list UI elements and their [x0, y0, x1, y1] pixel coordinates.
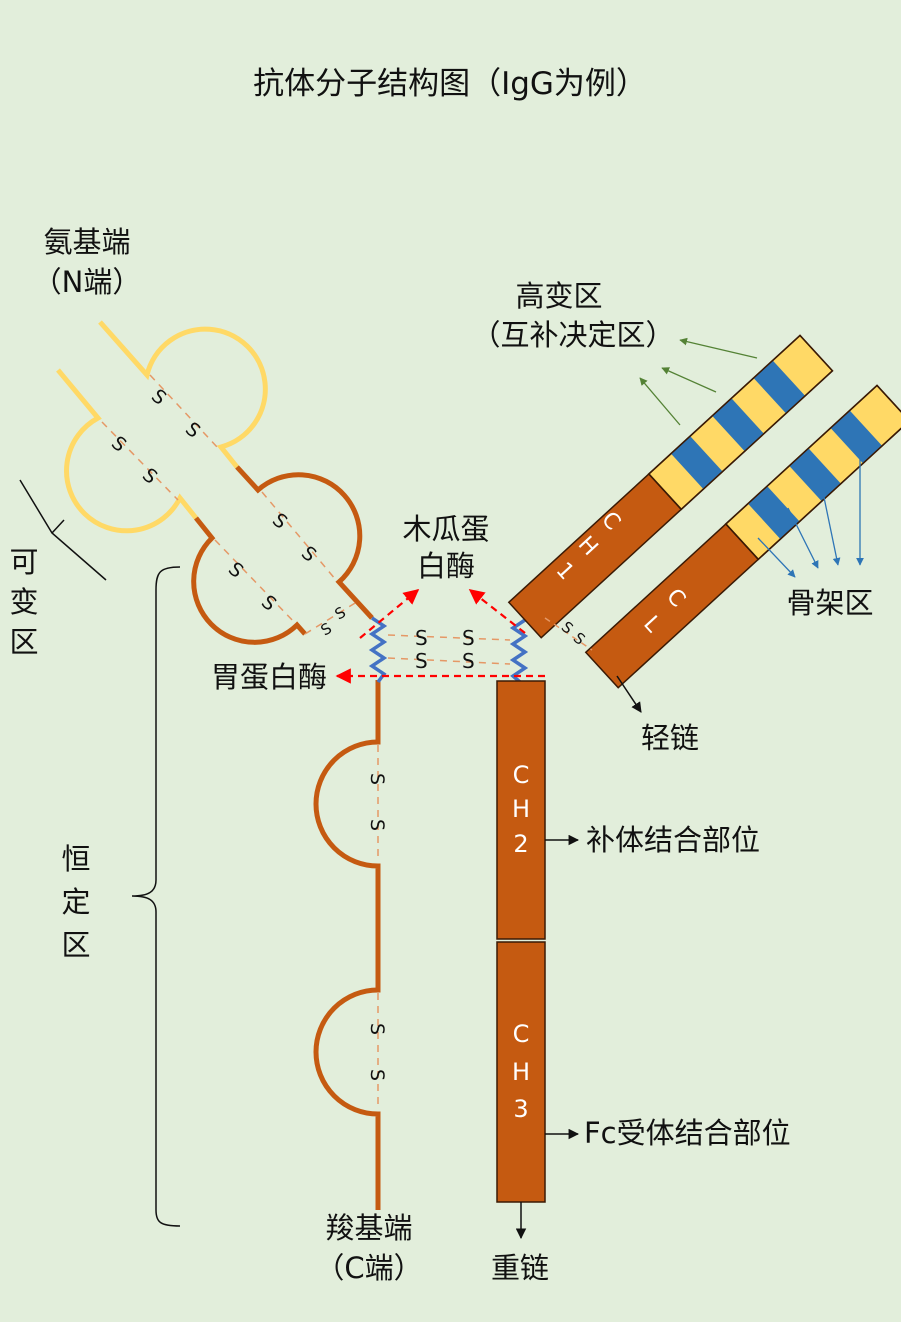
c-terminus-label: 羧基端	[325, 1211, 412, 1245]
ch3-letter: C	[513, 1020, 530, 1048]
disulfide-s: S	[107, 432, 130, 457]
fc-receptor-site-label: Fc受体结合部位	[584, 1116, 791, 1150]
light-chain-arrow	[617, 676, 641, 712]
disulfide-s: S	[268, 509, 291, 534]
light-chain-label: 轻链	[641, 721, 699, 755]
disulfide-s: S	[366, 773, 388, 785]
variable-region-label: 可	[9, 545, 38, 579]
hinge-region	[372, 618, 525, 682]
disulfide-s: S	[462, 649, 475, 673]
disulfide-s: S	[297, 542, 320, 567]
disulfide-s: S	[257, 591, 280, 616]
constant-region-label: 区	[61, 928, 90, 962]
disulfide-s: S	[318, 619, 335, 639]
papain-label: 木瓜蛋	[402, 512, 489, 546]
ch2-letter: H	[512, 795, 530, 823]
heavy-chain-label: 重链	[491, 1251, 549, 1285]
left-disulfide-dashes	[102, 375, 360, 634]
disulfide-s: S	[138, 464, 161, 489]
c-terminus-label-2: （C端）	[315, 1251, 422, 1285]
ch2-letter: C	[513, 761, 530, 789]
left-heavy-chain-fc	[316, 680, 378, 1210]
disulfide-s: S	[366, 1069, 388, 1081]
hypervariable-label-2: （互补决定区）	[471, 318, 674, 352]
pepsin-label: 胃蛋白酶	[211, 660, 327, 694]
disulfide-s: S	[181, 418, 204, 443]
left-fab-arm	[58, 322, 372, 642]
constant-region-label: 定	[61, 885, 90, 919]
page-title: 抗体分子结构图（IgG为例）	[253, 66, 647, 102]
ch3-letter: H	[512, 1058, 530, 1086]
n-terminus-label: 氨基端	[43, 225, 130, 259]
light-chain-variable-loop	[58, 370, 196, 531]
variable-region-label: 变	[9, 585, 38, 619]
variable-region-label: 区	[9, 625, 38, 659]
disulfide-s: S	[415, 626, 428, 650]
constant-region-label: 恒	[61, 842, 90, 876]
constant-region-bracket	[132, 567, 180, 1226]
disulfide-s: S	[366, 1023, 388, 1035]
left-disulfide-labels: S S S S S S S S S S	[107, 385, 349, 639]
disulfide-s: S	[332, 603, 349, 623]
n-terminus-label-2: （N端）	[33, 265, 142, 299]
complement-site-label: 补体结合部位	[586, 823, 760, 857]
hypervariable-label: 高变区	[515, 279, 602, 313]
ch2-letter: 2	[513, 830, 528, 858]
disulfide-s: S	[147, 385, 170, 410]
hinge-disulfide-labels: S S S S	[415, 626, 475, 673]
disulfide-s: S	[366, 819, 388, 831]
labels: 氨基端 （N端） 可 变 区 恒 定 区 高变区 （互补决定区） 木瓜蛋 白酶 …	[9, 225, 873, 1285]
hinge-disulfide-dashes	[388, 635, 510, 664]
light-chain-cl-loop	[194, 518, 305, 642]
ch3-label: C H 3	[512, 1020, 530, 1123]
framework-label: 骨架区	[786, 586, 873, 620]
ch3-letter: 3	[513, 1095, 528, 1123]
ch2-label: C H 2	[512, 761, 530, 858]
disulfide-s: S	[415, 649, 428, 673]
disulfide-s: S	[462, 626, 475, 650]
papain-label-2: 白酶	[417, 549, 475, 583]
hinge-right	[513, 620, 525, 682]
